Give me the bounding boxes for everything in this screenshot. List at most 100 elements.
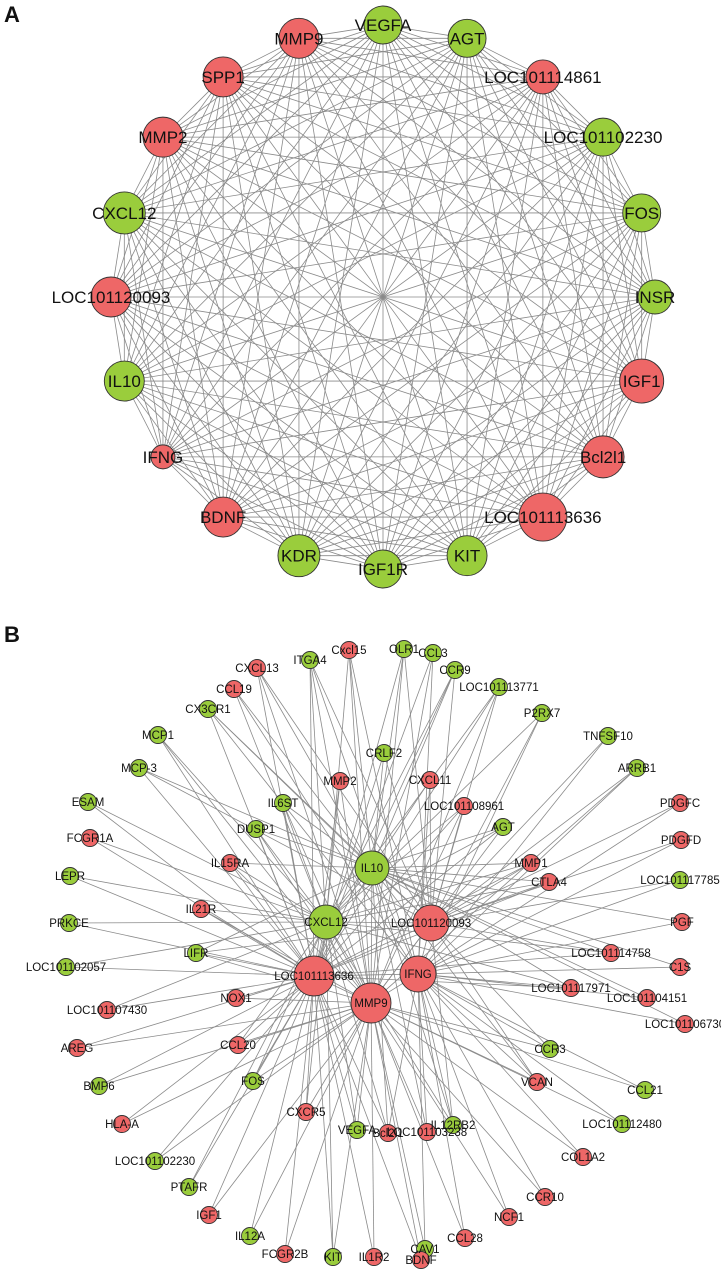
node-b-hla-a[interactable] — [113, 1115, 131, 1133]
hub-node-loc101120093[interactable] — [412, 904, 450, 942]
node-b-dusp1[interactable] — [247, 820, 265, 838]
node-b-nox1[interactable] — [227, 989, 245, 1007]
node-a-vegfa[interactable] — [363, 5, 403, 45]
node-b-fcgr1a[interactable] — [81, 829, 99, 847]
node-a-loc101120093[interactable] — [90, 276, 132, 318]
node-b-loc101117971[interactable] — [562, 979, 580, 997]
node-a-loc101114861[interactable] — [525, 59, 561, 95]
node-b-cxcl11[interactable] — [421, 771, 439, 789]
node-b-mcp-3[interactable] — [130, 759, 148, 777]
node-b-ctla4[interactable] — [540, 873, 558, 891]
node-a-bdnf[interactable] — [202, 496, 244, 538]
hub-node-il10[interactable] — [354, 850, 390, 886]
node-b-cx3cr1[interactable] — [199, 700, 217, 718]
node-b-ccl21[interactable] — [636, 1081, 654, 1099]
hub-node-loc101113636[interactable] — [293, 955, 335, 997]
node-b-il1r2[interactable] — [365, 1248, 383, 1266]
node-b-mmp1[interactable] — [522, 854, 540, 872]
node-b-il6st[interactable] — [274, 794, 292, 812]
node-a-bcl2l1[interactable] — [581, 435, 625, 479]
node-b-loc101104151[interactable] — [638, 989, 656, 1007]
node-b-bcl2l1[interactable] — [379, 1124, 397, 1142]
node-b-bmp6[interactable] — [90, 1077, 108, 1095]
node-b-loc101106730[interactable] — [676, 1015, 694, 1033]
node-b-arrb1[interactable] — [628, 759, 646, 777]
node-b-cxcl13[interactable] — [248, 659, 266, 677]
node-b-kit[interactable] — [324, 1248, 342, 1266]
node-b-lifr[interactable] — [187, 944, 205, 962]
node-b-loc101112480[interactable] — [613, 1115, 631, 1133]
node-b-vegfa[interactable] — [348, 1121, 366, 1139]
node-b-il15ra[interactable] — [221, 854, 239, 872]
node-b-ccr10[interactable] — [536, 1188, 554, 1206]
node-b-pdgfc[interactable] — [671, 794, 689, 812]
node-a-fos[interactable] — [622, 193, 662, 233]
node-b-loc101113771[interactable] — [490, 678, 508, 696]
node-a-cxcl12[interactable] — [102, 191, 146, 235]
node-b-loc101107430[interactable] — [98, 1001, 116, 1019]
node-b-col1a2[interactable] — [574, 1148, 592, 1166]
node-b-agt[interactable] — [494, 818, 512, 836]
node-a-mmp2[interactable] — [142, 116, 184, 158]
node-b-ncf1[interactable] — [500, 1208, 518, 1226]
edge-a — [298, 37, 656, 298]
node-a-agt[interactable] — [447, 18, 487, 58]
node-b-mmp2[interactable] — [331, 772, 349, 790]
node-b-vcan[interactable] — [528, 1073, 546, 1091]
node-b-ptafr[interactable] — [180, 1178, 198, 1196]
node-b-loc101103238[interactable] — [418, 1123, 436, 1141]
hub-node-mmp9[interactable] — [350, 982, 392, 1024]
node-a-kit[interactable] — [446, 535, 488, 577]
node-b-loc101117785[interactable] — [671, 871, 689, 889]
hub-node-cxcl12[interactable] — [308, 904, 344, 940]
node-b-loc101102230[interactable] — [146, 1152, 164, 1170]
node-b-ccr3[interactable] — [541, 1040, 559, 1058]
edge-b — [255, 828, 327, 923]
node-b-olr1[interactable] — [395, 640, 413, 658]
node-b-tnfsf10[interactable] — [599, 727, 617, 745]
hub-node-ifng[interactable] — [399, 955, 437, 993]
node-b-bdnf[interactable] — [412, 1251, 430, 1269]
node-b-fcgr2b[interactable] — [276, 1245, 294, 1263]
node-a-igf1r[interactable] — [363, 549, 403, 589]
node-b-ccl3[interactable] — [424, 644, 442, 662]
node-b-lepr[interactable] — [61, 867, 79, 885]
node-b-prkce[interactable] — [60, 914, 78, 932]
node-b-ccl19[interactable] — [225, 680, 243, 698]
node-a-il10[interactable] — [103, 360, 145, 402]
node-a-loc101102230[interactable] — [583, 117, 623, 157]
node-a-spp1[interactable] — [202, 56, 244, 98]
node-b-loc101108961[interactable] — [455, 797, 473, 815]
node-a-kdr[interactable] — [277, 534, 321, 578]
node-b-p2rx7[interactable] — [533, 704, 551, 722]
node-b-il12rb2[interactable] — [444, 1116, 462, 1134]
edge-b — [370, 867, 373, 1004]
node-b-itga4[interactable] — [301, 651, 319, 669]
node-b-mcp1[interactable] — [149, 726, 167, 744]
node-b-ccr9[interactable] — [446, 661, 464, 679]
node-b-areg[interactable] — [68, 1039, 86, 1057]
node-a-mmp9[interactable] — [278, 17, 320, 59]
node-a-ifng[interactable] — [150, 444, 176, 470]
node-b-fos[interactable] — [244, 1072, 262, 1090]
node-b-loc101102057[interactable] — [57, 958, 75, 976]
node-b-c1s[interactable] — [671, 958, 689, 976]
node-b-crlf2[interactable] — [375, 744, 393, 762]
node-b-pgf[interactable] — [673, 913, 691, 931]
node-b-igf1[interactable] — [200, 1206, 218, 1224]
node-b-pdgfd[interactable] — [672, 831, 690, 849]
node-b-esam[interactable] — [79, 793, 97, 811]
node-a-loc101113636[interactable] — [518, 492, 568, 542]
edge-a — [124, 380, 384, 570]
node-b-cxcr5[interactable] — [297, 1103, 315, 1121]
node-a-insr[interactable] — [637, 279, 673, 315]
node-b-ccl28[interactable] — [456, 1229, 474, 1247]
node-b-il21r[interactable] — [192, 900, 210, 918]
node-b-cxcl15[interactable] — [340, 641, 358, 659]
node-b-il12a[interactable] — [241, 1227, 259, 1245]
label-b-cxcl13: CXCL13 — [235, 663, 278, 675]
node-a-igf1[interactable] — [619, 358, 665, 404]
edge-a — [123, 212, 164, 457]
node-b-ccl20[interactable] — [229, 1036, 247, 1054]
node-b-loc101114758[interactable] — [602, 944, 620, 962]
